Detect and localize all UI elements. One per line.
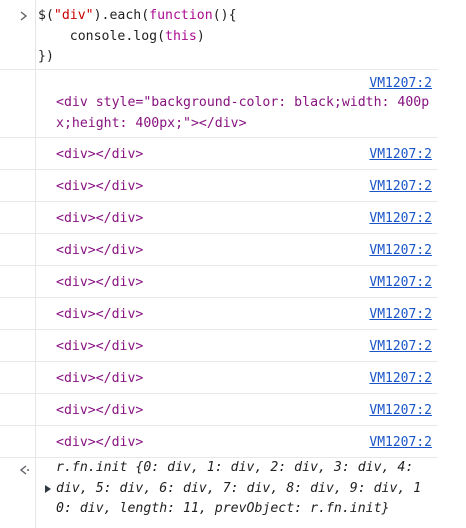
console-log-entry: <div></div> VM1207:2 (0, 330, 438, 362)
log-element[interactable]: <div></div> (56, 403, 144, 418)
code-token: }) (38, 49, 54, 64)
log-element[interactable]: <div></div> (56, 179, 144, 194)
console-gutter (0, 0, 36, 528)
code-string: "div" (53, 8, 94, 23)
console-log-entry: <div></div> VM1207:2 (0, 362, 438, 394)
console-log-entry: <div></div> VM1207:2 (0, 170, 438, 202)
console-input-entry[interactable]: $("div").each(function(){ console.log(th… (0, 0, 438, 70)
expand-triangle-icon[interactable] (44, 484, 52, 494)
log-element[interactable]: <div></div> (56, 243, 144, 258)
log-element[interactable]: <div></div> (56, 339, 144, 354)
source-link[interactable]: VM1207:2 (369, 275, 432, 290)
log-element[interactable]: <div></div> (56, 435, 144, 450)
console-log-entry: <div></div> VM1207:2 (0, 202, 438, 234)
code-token: $( (38, 8, 54, 23)
console-log-entry: VM1207:2 <div style="background-color: b… (0, 70, 438, 138)
console-log-entry: <div></div> VM1207:2 (0, 234, 438, 266)
console-log-entry: <div></div> VM1207:2 (0, 394, 438, 426)
source-link[interactable]: VM1207:2 (369, 339, 432, 354)
source-link[interactable]: VM1207:2 (369, 76, 432, 91)
source-link[interactable]: VM1207:2 (369, 371, 432, 386)
result-object-preview[interactable]: r.fn.init {0: div, 1: div, 2: div, 3: di… (56, 458, 438, 520)
console-log-entry: <div></div> VM1207:2 (0, 298, 438, 330)
console-log-entry: <div></div> VM1207:2 (0, 266, 438, 298)
return-arrow-icon (19, 465, 29, 475)
input-code: $("div").each(function(){ console.log(th… (38, 6, 237, 68)
source-link[interactable]: VM1207:2 (369, 243, 432, 258)
log-element[interactable]: <div></div> (56, 211, 144, 226)
console-result-entry: r.fn.init {0: div, 1: div, 2: div, 3: di… (0, 452, 438, 528)
source-link[interactable]: VM1207:2 (369, 403, 432, 418)
code-keyword: this (165, 28, 197, 44)
source-link[interactable]: VM1207:2 (369, 211, 432, 226)
code-token: ).each( (93, 8, 150, 23)
log-element-line[interactable]: x;height: 400px;"></div> (56, 116, 247, 131)
log-element[interactable]: <div></div> (56, 307, 144, 322)
result-line: div, 5: div, 6: div, 7: div, 8: div, 9: … (56, 480, 422, 496)
code-token: console.log( (38, 28, 166, 44)
source-link[interactable]: VM1207:2 (369, 307, 432, 322)
result-line: 0: div, length: 11, prevObject: r.fn.ini… (56, 501, 390, 516)
log-element[interactable]: <div></div> (56, 147, 144, 162)
source-link[interactable]: VM1207:2 (369, 147, 432, 162)
source-link[interactable]: VM1207:2 (369, 179, 432, 194)
code-token: (){ (212, 8, 237, 23)
chevron-right-icon (20, 11, 28, 21)
log-element[interactable]: <div></div> (56, 275, 144, 290)
code-keyword: function (149, 8, 213, 23)
log-element[interactable]: <div></div> (56, 371, 144, 386)
log-element-line[interactable]: <div style="background-color: black;widt… (56, 95, 430, 110)
console-log-entry: <div></div> VM1207:2 (0, 138, 438, 170)
console-log-entry: <div></div> VM1207:2 (0, 426, 438, 458)
source-link[interactable]: VM1207:2 (369, 435, 432, 450)
code-token: ) (196, 28, 205, 44)
result-line: r.fn.init {0: div, 1: div, 2: div, 3: di… (56, 460, 414, 475)
